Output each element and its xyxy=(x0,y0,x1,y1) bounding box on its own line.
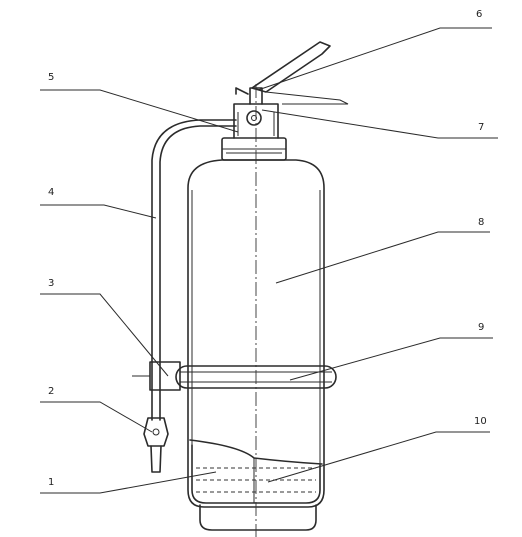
nozzle xyxy=(143,417,169,473)
squeeze-lever xyxy=(251,41,349,105)
hose-bracket xyxy=(132,361,181,391)
leader-lines xyxy=(40,27,498,494)
valve-head xyxy=(233,103,279,139)
base-ring xyxy=(199,504,317,531)
callout-8: 8 xyxy=(478,217,484,228)
pressure-gauge xyxy=(246,110,262,126)
callout-4: 4 xyxy=(48,187,54,198)
callout-5: 5 xyxy=(48,72,54,83)
cylinder-body xyxy=(187,159,325,508)
callout-7: 7 xyxy=(478,122,484,133)
neck-collar xyxy=(221,137,287,161)
callout-2: 2 xyxy=(48,386,54,397)
callout-6: 6 xyxy=(476,9,482,20)
hose xyxy=(151,119,237,421)
callout-3: 3 xyxy=(48,278,54,289)
callout-1: 1 xyxy=(48,477,54,488)
callout-10: 10 xyxy=(474,416,487,427)
callout-9: 9 xyxy=(478,322,484,333)
